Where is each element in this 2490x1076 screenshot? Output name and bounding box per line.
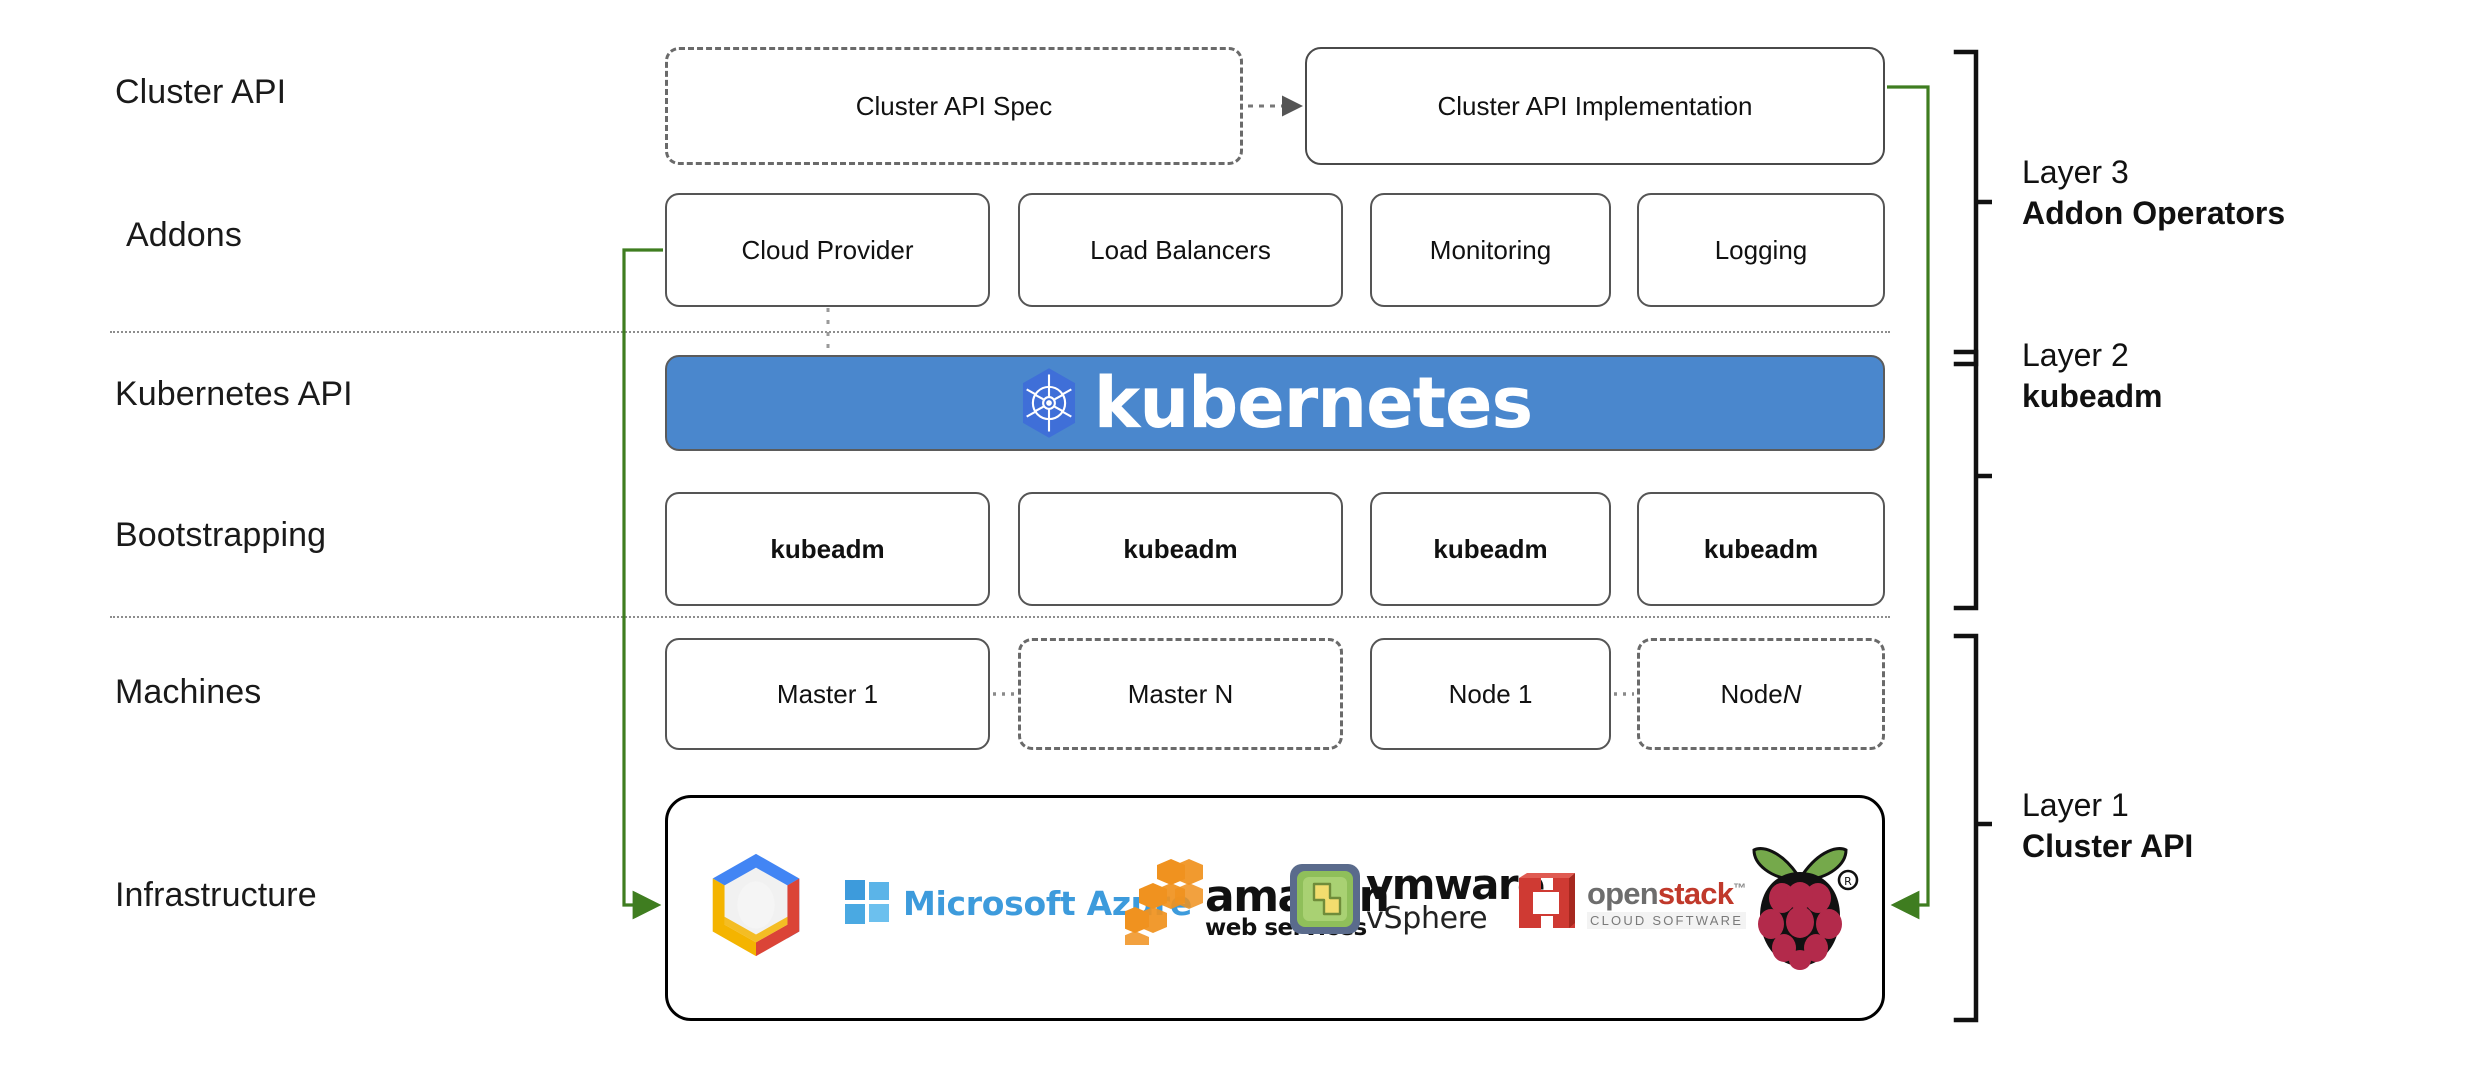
node-machine-master-1[interactable]: Master 1 — [665, 638, 990, 750]
aws-boxes-icon — [1125, 859, 1203, 945]
node-label: Logging — [1714, 234, 1808, 265]
node-label: Master N — [1127, 678, 1234, 709]
node-machine-node-n[interactable]: Node N — [1637, 638, 1885, 750]
registered-trademark-icon — [1837, 869, 1859, 891]
node-label: Cloud Provider — [741, 234, 914, 265]
vmware-square-icon — [1290, 864, 1360, 934]
layer-1-label: Layer 1 Cluster API — [2022, 785, 2193, 867]
layer-2-name: kubeadm — [2022, 377, 2163, 414]
node-cluster-api-spec[interactable]: Cluster API Spec — [665, 47, 1243, 165]
openstack-wordmark: openstack™ — [1587, 878, 1746, 909]
vmware-wordmark: vmware — [1366, 859, 1545, 909]
node-label: Cluster API Implementation — [1437, 90, 1753, 121]
node-addon-logging[interactable]: Logging — [1637, 193, 1885, 307]
node-label: kubeadm — [770, 533, 885, 564]
node-addon-cloud-provider[interactable]: Cloud Provider — [665, 193, 990, 307]
node-kubeadm-3[interactable]: kubeadm — [1370, 492, 1611, 606]
node-label-suffix: N — [1782, 678, 1802, 709]
node-kubeadm-4[interactable]: kubeadm — [1637, 492, 1885, 606]
row-label-kubernetes-api: Kubernetes API — [115, 375, 353, 413]
layer-3-name: Addon Operators — [2022, 194, 2286, 231]
layer-3-bracket — [1952, 48, 1992, 368]
separator-layer3-layer2 — [110, 331, 1890, 333]
node-machine-node-1[interactable]: Node 1 — [1370, 638, 1611, 750]
microsoft-window-icon — [845, 880, 889, 924]
row-label-addons: Addons — [126, 216, 242, 254]
trademark-icon: ™ — [1733, 880, 1746, 896]
node-label: kubeadm — [1123, 533, 1238, 564]
raspberry-pi-logo: R — [1740, 836, 1860, 972]
layer-2-label: Layer 2 kubeadm — [2022, 335, 2162, 417]
node-label: Node 1 — [1448, 678, 1533, 709]
cloud-provider-to-infrastructure-arrow — [622, 248, 663, 920]
openstack-block-icon — [1519, 873, 1575, 928]
layer-1-number: Layer 1 — [2022, 787, 2129, 823]
kubernetes-banner[interactable]: kubernetes — [665, 355, 1885, 451]
separator-layer2-layer1 — [110, 616, 1890, 618]
node-label: Monitoring — [1429, 234, 1552, 265]
node-infrastructure-container[interactable] — [665, 795, 1885, 1021]
implementation-to-infrastructure-arrow — [1887, 85, 1930, 920]
node-label: kubeadm — [1703, 533, 1819, 564]
node-kubeadm-2[interactable]: kubeadm — [1018, 492, 1343, 606]
row-label-bootstrapping: Bootstrapping — [115, 516, 327, 554]
node-addon-load-balancers[interactable]: Load Balancers — [1018, 193, 1343, 307]
vsphere-subtext: vSphere — [1366, 900, 1488, 936]
row-label-cluster-api: Cluster API — [115, 73, 287, 111]
kubernetes-wordmark: kubernetes — [1093, 362, 1533, 444]
row-label-infrastructure: Infrastructure — [115, 876, 317, 914]
node-label: Load Balancers — [1090, 234, 1271, 265]
openstack-wordmark-stack: stack — [1657, 875, 1734, 911]
openstack-logo: openstack™ CLOUD SOFTWARE — [1513, 872, 1746, 934]
raspberry-pi-icon: R — [1752, 847, 1859, 970]
layer-1-name: Cluster API — [2022, 827, 2194, 864]
layer-1-bracket — [1952, 632, 1992, 1024]
openstack-wordmark-open: open — [1587, 875, 1659, 911]
layer-2-bracket — [1952, 348, 1992, 612]
node-label: Master 1 — [776, 678, 879, 709]
layer-3-label: Layer 3 Addon Operators — [2022, 152, 2285, 234]
kubernetes-helm-wheel-logo — [1022, 368, 1075, 438]
node-label: kubeadm — [1433, 533, 1548, 564]
layer-3-number: Layer 3 — [2022, 154, 2129, 190]
openstack-subtext: CLOUD SOFTWARE — [1587, 911, 1747, 929]
node-label: Node — [1720, 678, 1783, 709]
node-addon-monitoring[interactable]: Monitoring — [1370, 193, 1611, 307]
node-label: Cluster API Spec — [855, 90, 1053, 121]
row-label-machines: Machines — [115, 673, 262, 711]
node-kubeadm-1[interactable]: kubeadm — [665, 492, 990, 606]
svg-text:R: R — [1844, 875, 1852, 888]
google-cloud-platform-icon — [697, 846, 815, 964]
node-cluster-api-implementation[interactable]: Cluster API Implementation — [1305, 47, 1885, 165]
vmware-vsphere-logo: vmware vSphere — [1290, 859, 1545, 936]
node-machine-master-n[interactable]: Master N — [1018, 638, 1343, 750]
layer-2-number: Layer 2 — [2022, 337, 2129, 373]
